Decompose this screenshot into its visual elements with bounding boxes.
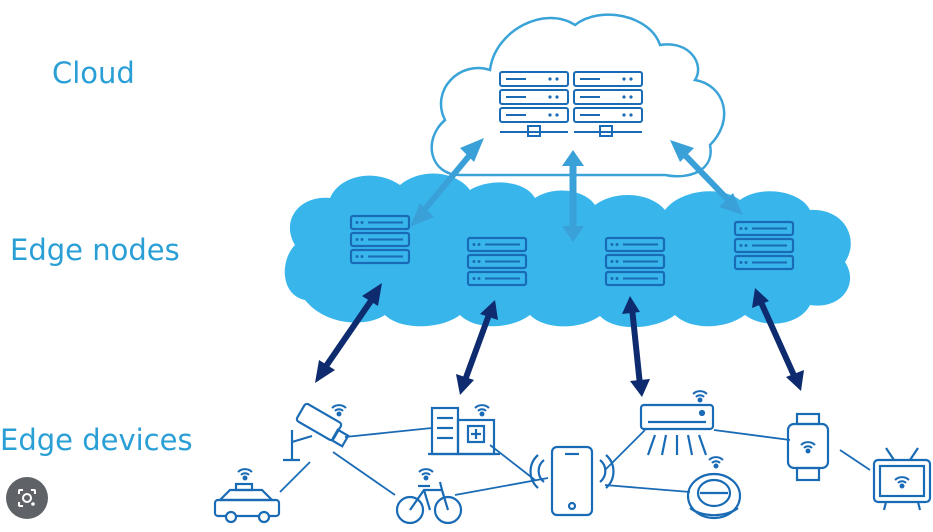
taxi-icon bbox=[213, 468, 281, 524]
label-cloud: Cloud bbox=[52, 56, 135, 90]
bicycle-icon bbox=[395, 468, 463, 525]
label-edge-nodes: Edge nodes bbox=[10, 233, 180, 267]
smartphone-icon bbox=[529, 445, 615, 517]
cloud-edge-arrows bbox=[410, 138, 743, 242]
top-cloud bbox=[430, 13, 726, 178]
television-icon bbox=[872, 447, 932, 511]
smartwatch-icon bbox=[786, 412, 830, 482]
cloud-server-rack-right bbox=[573, 71, 643, 137]
robot-vacuum-icon bbox=[686, 456, 742, 520]
label-edge-devices: Edge devices bbox=[0, 423, 193, 457]
image-search-button[interactable] bbox=[6, 477, 48, 519]
air-conditioner-icon bbox=[639, 390, 715, 456]
lens-icon bbox=[18, 489, 36, 507]
hospital-building-icon bbox=[428, 404, 500, 456]
edge-device-arrows bbox=[315, 283, 804, 397]
security-camera-icon bbox=[283, 402, 350, 462]
device-links bbox=[279, 427, 871, 496]
cloud-server-rack-left bbox=[499, 71, 569, 137]
